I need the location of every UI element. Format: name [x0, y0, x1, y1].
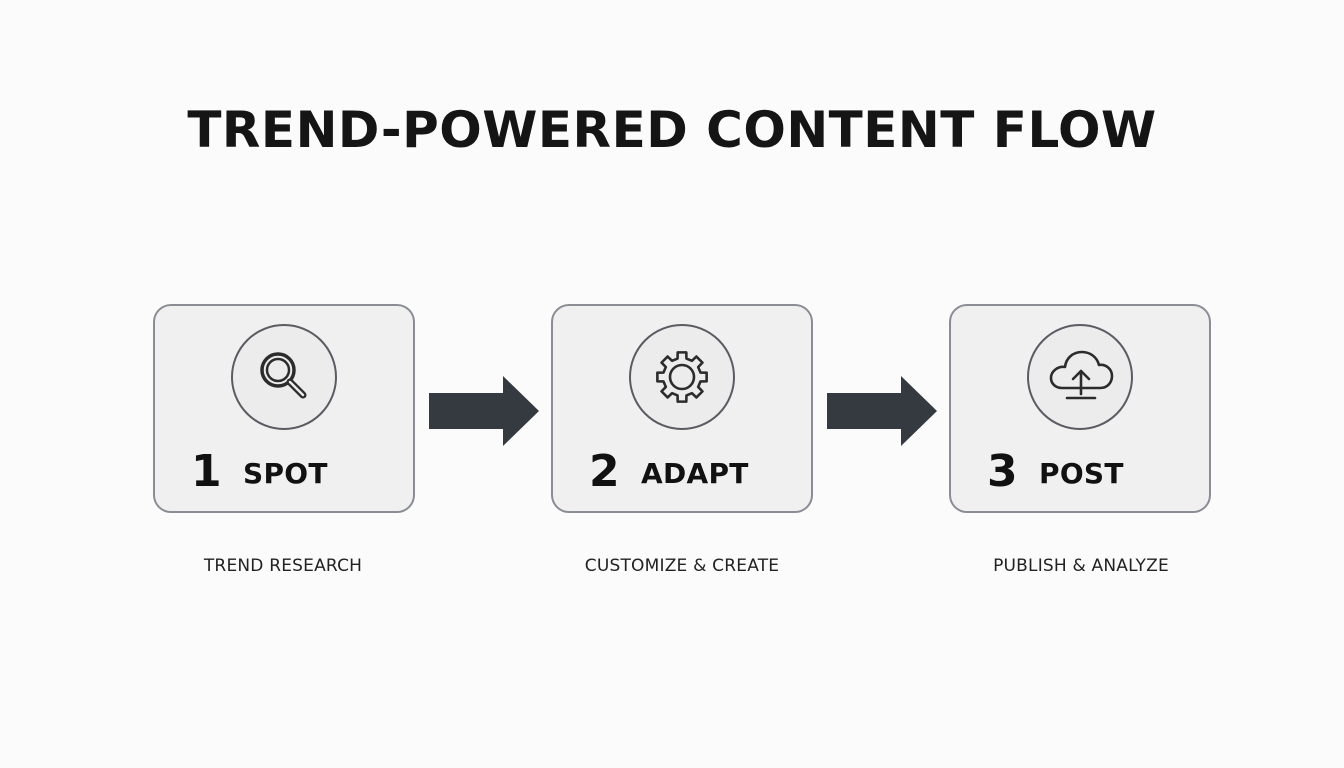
- step-card-post: 3 POST: [949, 304, 1211, 513]
- step-caption-trend-research: TREND RESEARCH: [203, 556, 363, 576]
- magnifier-icon: [260, 352, 307, 399]
- step-number: 2: [589, 446, 620, 497]
- step-caption-publish-analyze: PUBLISH & ANALYZE: [993, 556, 1169, 576]
- diagram-title: TREND-POWERED CONTENT FLOW: [187, 101, 1157, 159]
- step-label: SPOT: [243, 457, 328, 490]
- step-icon-circle: [1027, 324, 1133, 430]
- step-label: ADAPT: [641, 457, 749, 490]
- step-label: POST: [1039, 457, 1124, 490]
- flow-arrow-icon: [429, 376, 539, 446]
- flow-arrow-icon: [827, 376, 937, 446]
- cloud-upload-icon: [1049, 350, 1114, 400]
- step-icon-circle: [629, 324, 735, 430]
- step-card-spot: 1 SPOT: [153, 304, 415, 513]
- step-number: 3: [987, 446, 1018, 497]
- step-icon-circle: [231, 324, 337, 430]
- step-number: 1: [191, 446, 222, 497]
- step-caption-customize-create: CUSTOMIZE & CREATE: [584, 556, 780, 576]
- step-card-adapt: 2 ADAPT: [551, 304, 813, 513]
- gear-icon: [656, 351, 708, 403]
